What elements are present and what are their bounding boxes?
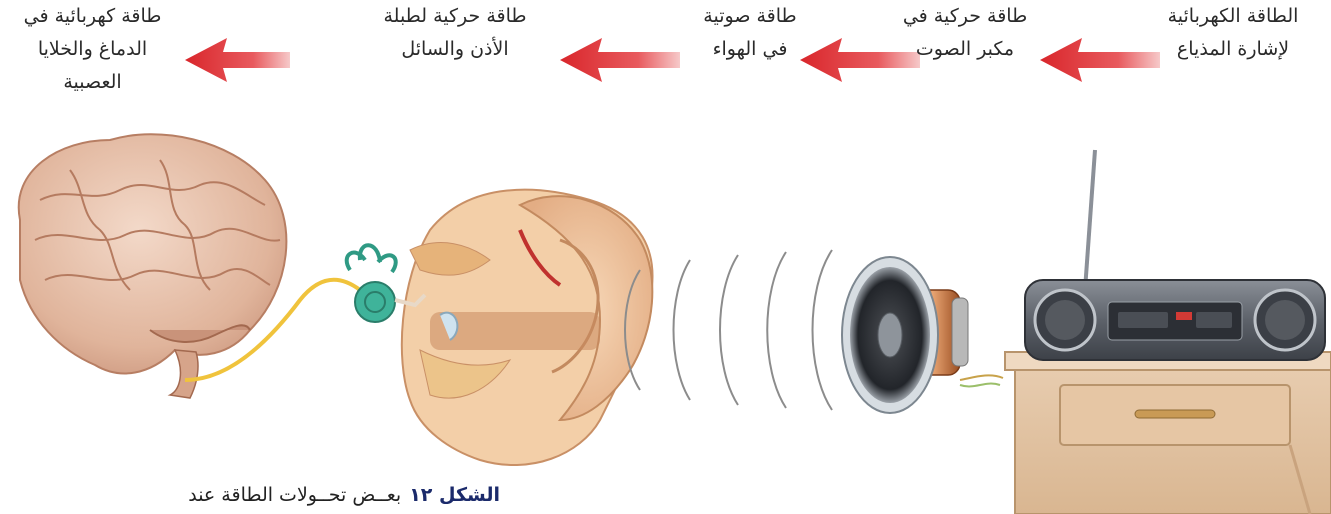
stage-label-eardrum-line-1: طاقة حركية لطبلة (345, 0, 565, 33)
stage-label-speaker-line-1: طاقة حركية في (875, 0, 1055, 33)
stage-label-air-line-2: في الهواء (660, 33, 840, 66)
stage-label-air: طاقة صوتية في الهواء (660, 0, 840, 66)
figure-caption-text: بعــض تحــولات الطاقة عند (188, 484, 401, 506)
stage-label-eardrum: طاقة حركية لطبلة الأذن والسائل (345, 0, 565, 66)
brain-illustration (19, 134, 360, 398)
arrow-4 (185, 38, 290, 82)
stage-label-brain-line-3: العصبية (0, 66, 185, 99)
stage-label-eardrum-line-2: الأذن والسائل (345, 33, 565, 66)
stage-label-radio: الطاقة الكهربائية لإشارة المذياع (1143, 0, 1323, 66)
sound-waves (625, 250, 832, 410)
stage-label-air-line-1: طاقة صوتية (660, 0, 840, 33)
speaker-illustration (842, 257, 1003, 413)
arrow-1 (1040, 38, 1160, 82)
stage-label-brain-line-2: الدماغ والخلايا (0, 33, 185, 66)
stage-label-brain-line-1: طاقة كهربائية في (0, 0, 185, 33)
stage-label-speaker-line-2: مكبر الصوت (875, 33, 1055, 66)
figure-caption-title: الشكل ١٢ (409, 484, 500, 506)
figure-caption: الشكل ١٢ بعــض تحــولات الطاقة عند (0, 484, 500, 506)
radio-illustration (1005, 150, 1331, 514)
stage-label-radio-line-1: الطاقة الكهربائية (1143, 0, 1323, 33)
stage-label-speaker: طاقة حركية في مكبر الصوت (875, 0, 1055, 66)
stage-label-radio-line-2: لإشارة المذياع (1143, 33, 1323, 66)
stage-label-brain: طاقة كهربائية في الدماغ والخلايا العصبية (0, 0, 185, 99)
ear-illustration (347, 190, 653, 465)
